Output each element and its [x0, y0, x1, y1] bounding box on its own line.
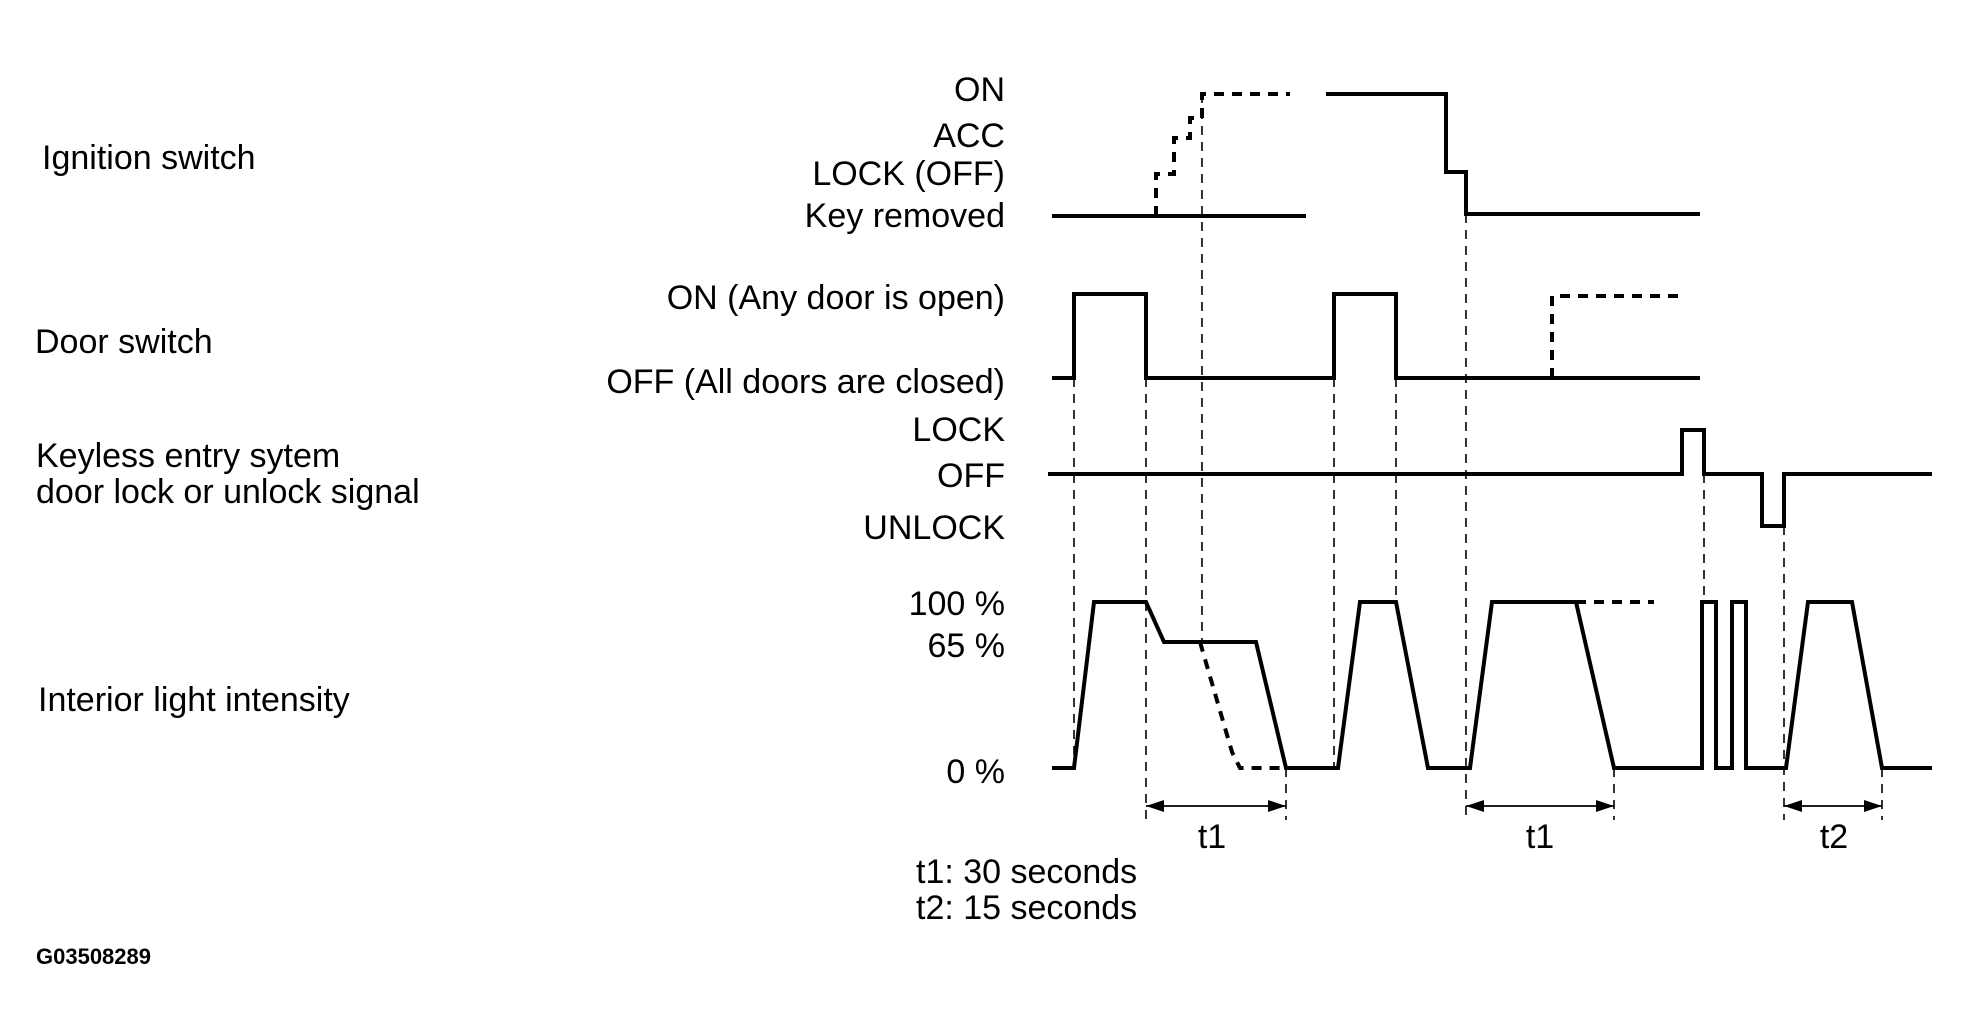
row-label-interior-light: Interior light intensity	[38, 681, 350, 719]
door-signal	[1052, 292, 1700, 380]
state-ignition-lock-off: LOCK (OFF)	[812, 155, 1005, 193]
state-ignition-acc: ACC	[933, 117, 1005, 155]
interval-label-t1: t1	[1526, 818, 1554, 856]
ignition-signal-dashed-turn-on	[1154, 92, 1290, 216]
light-signal-dashed-fade	[1198, 641, 1288, 770]
interval-label-t1: t1	[1198, 818, 1226, 856]
state-ignition-on: ON	[954, 71, 1005, 109]
interval-label-t2: t2	[1820, 818, 1848, 856]
keyless-signal	[1048, 428, 1932, 528]
row-label-ignition: Ignition switch	[42, 139, 256, 177]
state-light-65: 65 %	[927, 627, 1006, 665]
state-light-0: 0 %	[946, 753, 1005, 791]
door-signal-dashed	[1550, 294, 1680, 378]
interval-arrow-t1-first	[1146, 800, 1286, 812]
state-keyless-lock: LOCK	[912, 411, 1005, 449]
row-label-keyless-line2: door lock or unlock signal	[36, 473, 420, 511]
row-label-door-switch: Door switch	[35, 323, 213, 361]
state-door-off: OFF (All doors are closed)	[606, 363, 1005, 401]
state-light-100: 100 %	[908, 585, 1005, 623]
state-ignition-key-removed: Key removed	[804, 197, 1005, 235]
light-signal	[1052, 600, 1932, 770]
note-t1: t1: 30 seconds	[916, 853, 1138, 891]
row-label-keyless-line1: Keyless entry sytem	[36, 437, 341, 475]
interval-arrow-t2	[1784, 800, 1882, 812]
figure-code: G03508289	[36, 944, 151, 969]
ignition-signal-on-then-off	[1326, 92, 1700, 216]
note-t2: t2: 15 seconds	[916, 889, 1138, 927]
state-door-on: ON (Any door is open)	[666, 279, 1005, 317]
state-keyless-off: OFF	[937, 457, 1005, 495]
interval-arrow-t1-second	[1466, 800, 1614, 812]
state-keyless-unlock: UNLOCK	[863, 509, 1005, 547]
